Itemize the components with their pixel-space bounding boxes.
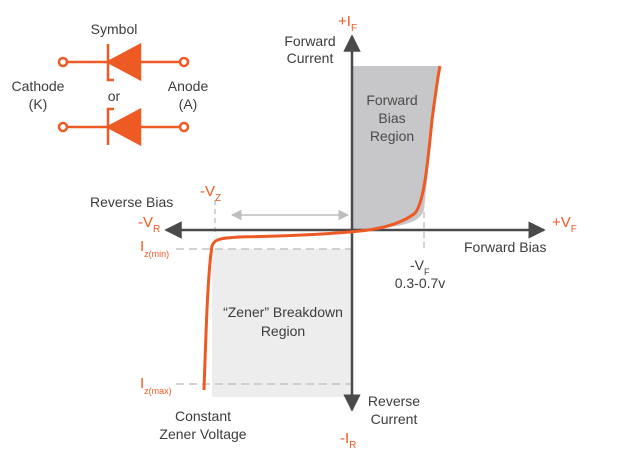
- characteristic-curve: [202, 65, 442, 391]
- or-label: or: [108, 88, 121, 104]
- forward-region-label-3: Region: [370, 128, 414, 144]
- forward-region-label-1: Forward: [366, 92, 417, 108]
- cathode-label: Cathode: [12, 78, 65, 94]
- vf-range-label: 0.3-0.7v: [395, 275, 446, 291]
- zener-region-label-2: Region: [261, 323, 305, 339]
- zener-breakdown-region: [212, 249, 352, 397]
- constant-label-2: Zener Voltage: [159, 426, 246, 442]
- minus-vz-label: -VZ: [200, 183, 221, 204]
- constant-label-1: Constant: [175, 408, 231, 424]
- forward-bias-region: [352, 66, 440, 230]
- minus-vr-label: -VR: [138, 214, 160, 235]
- minus-vf-label: -VF: [410, 257, 430, 277]
- cathode-k-label: (K): [29, 96, 48, 112]
- plus-if-label: +IF: [338, 13, 357, 34]
- forward-current-label-1: Forward: [284, 33, 335, 49]
- minus-ir-label: -IR: [340, 430, 356, 451]
- anode-label: Anode: [168, 78, 209, 94]
- plus-vf-label: +VF: [552, 214, 577, 235]
- forward-region-label-2: Bias: [378, 110, 405, 126]
- forward-current-label-2: Current: [287, 50, 334, 66]
- iz-max-label: Iz(max): [140, 375, 172, 396]
- reverse-current-label-1: Reverse: [368, 393, 420, 409]
- iz-min-label: Iz(min): [140, 238, 169, 259]
- zener-region-label-1: “Zener” Breakdown: [223, 304, 343, 320]
- zener-diode-symbol-1: [57, 42, 190, 82]
- anode-a-label: (A): [179, 96, 198, 112]
- zener-diode-symbol-2: [57, 107, 190, 147]
- forward-bias-label: Forward Bias: [464, 239, 546, 255]
- reverse-bias-label: Reverse Bias: [90, 194, 173, 210]
- reverse-current-label-2: Current: [371, 411, 418, 427]
- symbol-title: Symbol: [91, 21, 138, 37]
